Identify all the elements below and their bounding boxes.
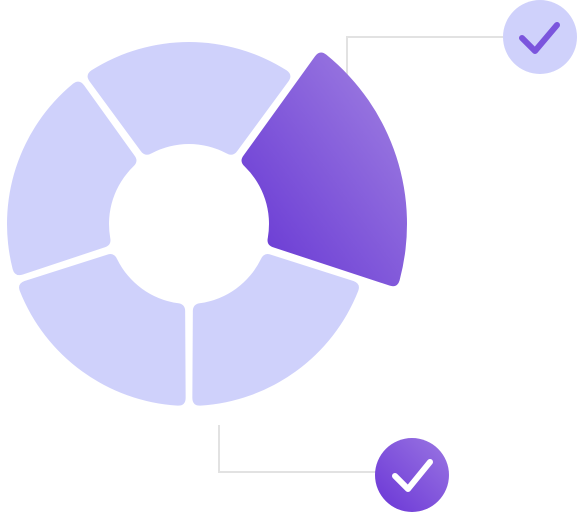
donut-segment [19, 254, 186, 406]
check-icon [392, 459, 433, 492]
connector-line-bottom [218, 425, 376, 473]
check-badge-bottom [375, 438, 449, 512]
donut-segment [6, 81, 137, 276]
donut-segment-highlighted [241, 52, 407, 287]
donut-segments [6, 42, 407, 406]
connector-line-top [346, 36, 505, 78]
donut-segment [192, 254, 359, 406]
check-icon [519, 22, 560, 54]
check-badge-top [503, 0, 577, 74]
donut-segment [87, 42, 291, 155]
